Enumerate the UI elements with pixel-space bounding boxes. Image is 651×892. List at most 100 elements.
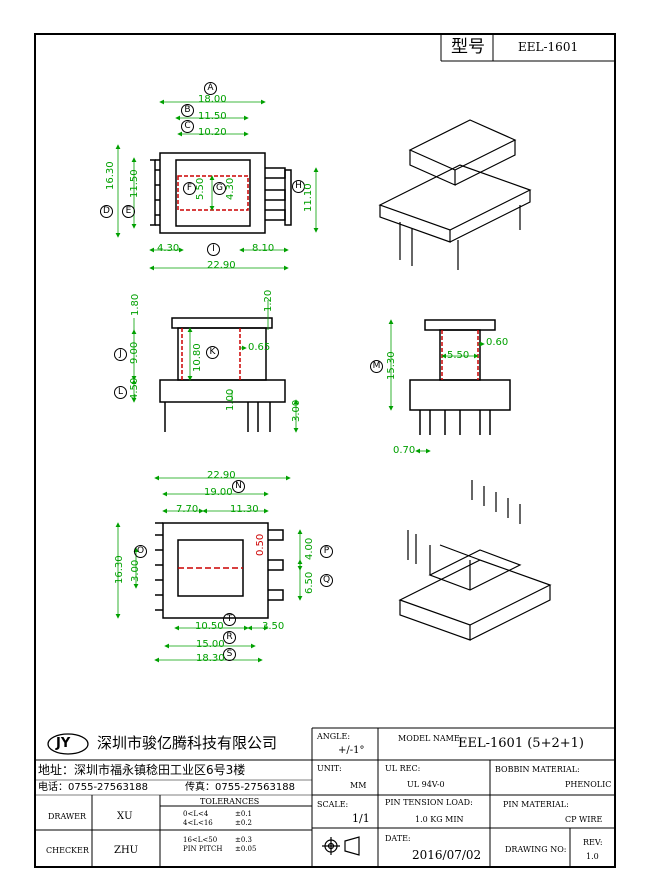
tol-range-1: 4<L<16 [183, 819, 213, 827]
model-name-label: MODEL NAME: [398, 734, 463, 743]
dim-a: 18.00 [198, 94, 227, 105]
dim-j: 9.00 [129, 341, 140, 364]
drawing-frame [34, 33, 616, 868]
dim-i-total: 22.90 [207, 260, 236, 271]
bobbin-material-value: PHENOLIC [565, 780, 612, 789]
dim-t-right: 3.50 [262, 621, 285, 632]
company-name: 深圳市骏亿腾科技有限公司 [97, 734, 278, 752]
dim-bottom-slot: 0.50 [255, 533, 266, 556]
front-view-dimensions [388, 319, 485, 454]
unit-value: MM [350, 781, 367, 790]
marker-F: F [183, 182, 196, 195]
marker-O: O [134, 545, 147, 558]
dim-c: 10.20 [198, 127, 227, 138]
dim-f: 5.50 [195, 177, 206, 200]
marker-H: H [292, 180, 305, 193]
dim-r: 15.00 [196, 639, 225, 650]
tolerances-title: TOLERANCES [200, 797, 260, 806]
marker-P: P [320, 545, 333, 558]
dim-h: 11.10 [303, 183, 314, 212]
tol-range-3: PIN PITCH [183, 845, 223, 853]
marker-N: N [232, 480, 245, 493]
checker-label: CHECKER [46, 846, 89, 855]
marker-D: D [100, 205, 113, 218]
marker-J: J [114, 348, 127, 361]
ul-rec-label: UL REC: [385, 764, 421, 773]
dim-side-top-right: 1.20 [263, 289, 274, 312]
company-phone: 电话：0755-27563188 [38, 782, 148, 793]
dim-side-pin: 3.00 [291, 399, 302, 422]
dim-b: 11.50 [198, 111, 227, 122]
dim-t: 10.50 [195, 621, 224, 632]
top-view-dimensions [115, 99, 319, 271]
ul-rec-value: UL 94V-0 [407, 780, 445, 789]
bobbin-material-label: BOBBIN MATERIAL: [495, 765, 580, 774]
marker-R: R [223, 631, 236, 644]
marker-Q: Q [320, 574, 333, 587]
dim-side-mid: 1.00 [225, 388, 236, 411]
marker-A: A [204, 82, 217, 95]
bottom-view-dimensions [115, 475, 303, 663]
dim-l: 4.50 [129, 377, 140, 400]
model-value: EEL-1601 [518, 40, 579, 54]
company-logo: JY [56, 736, 71, 751]
company-fax: 传真：0755-27563188 [185, 782, 295, 793]
tol-range-2: 16<L<50 [183, 836, 218, 844]
dim-k: 10.80 [192, 343, 203, 372]
pin-material-label: PIN MATERIAL: [503, 800, 569, 809]
dim-p: 4.00 [304, 537, 315, 560]
tol-value-0: ±0.1 [235, 810, 252, 818]
rev-value: 1.0 [586, 852, 599, 861]
iso-view-top [378, 119, 532, 270]
angle-value: +/-1° [338, 745, 365, 756]
scale-label: SCALE: [317, 800, 349, 809]
checker-value: ZHU [114, 845, 139, 856]
dim-q: 6.50 [304, 571, 315, 594]
model-name-value: EEL-1601 (5+2+1) [458, 736, 584, 751]
dim-side-top-left: 1.80 [130, 293, 141, 316]
pin-material-value: CP WIRE [565, 815, 603, 824]
marker-S: S [223, 648, 236, 661]
bottom-view-outline [155, 522, 284, 619]
drawer-value: XU [117, 811, 133, 822]
dim-g: 4.30 [225, 177, 236, 200]
marker-G: G [213, 182, 226, 195]
marker-T: T [223, 613, 236, 626]
side-view-outline [159, 317, 286, 432]
dim-i-left: 4.30 [157, 243, 180, 254]
projection-symbol [322, 836, 360, 856]
title-block-lines [35, 727, 615, 866]
marker-B: B [181, 104, 194, 117]
top-view-outline [150, 152, 292, 234]
pin-tension-value: 1.0 KG MIN [415, 815, 464, 824]
rev-label: REV: [583, 838, 603, 847]
angle-label: ANGLE: [317, 732, 351, 741]
company-address: 地址：深圳市福永镇稔田工业区6号3楼 [38, 763, 246, 777]
dim-i-right: 8.10 [252, 243, 275, 254]
marker-M: M [370, 360, 383, 373]
iso-view-bottom [398, 480, 552, 641]
dim-wall: 0.65 [248, 342, 271, 353]
model-label: 型号 [451, 37, 485, 57]
drawer-label: DRAWER [48, 812, 86, 821]
unit-label: UNIT: [317, 764, 342, 773]
tol-value-2: ±0.3 [235, 836, 252, 844]
drawing-no-label: DRAWING NO: [505, 845, 567, 854]
dim-bottom-e: 3.00 [130, 559, 141, 582]
scale-value: 1/1 [352, 812, 370, 825]
date-value: 2016/07/02 [412, 848, 482, 862]
dim-front-pin-pitch: 0.70 [393, 445, 416, 456]
tol-value-3: ±0.05 [235, 845, 257, 853]
dim-front-wall: 0.60 [486, 337, 509, 348]
dim-bottom-right: 11.30 [230, 504, 259, 515]
marker-I: I [207, 243, 220, 256]
dim-m: 15.30 [386, 351, 397, 380]
dim-front-inner: 5.50 [447, 350, 470, 361]
dim-bottom-left: 7.70 [176, 504, 199, 515]
pin-tension-label: PIN TENSION LOAD: [385, 798, 473, 807]
model-box [440, 35, 615, 62]
dim-e: 11.50 [129, 169, 140, 198]
side-view-dimensions [131, 300, 299, 433]
marker-E: E [122, 205, 135, 218]
